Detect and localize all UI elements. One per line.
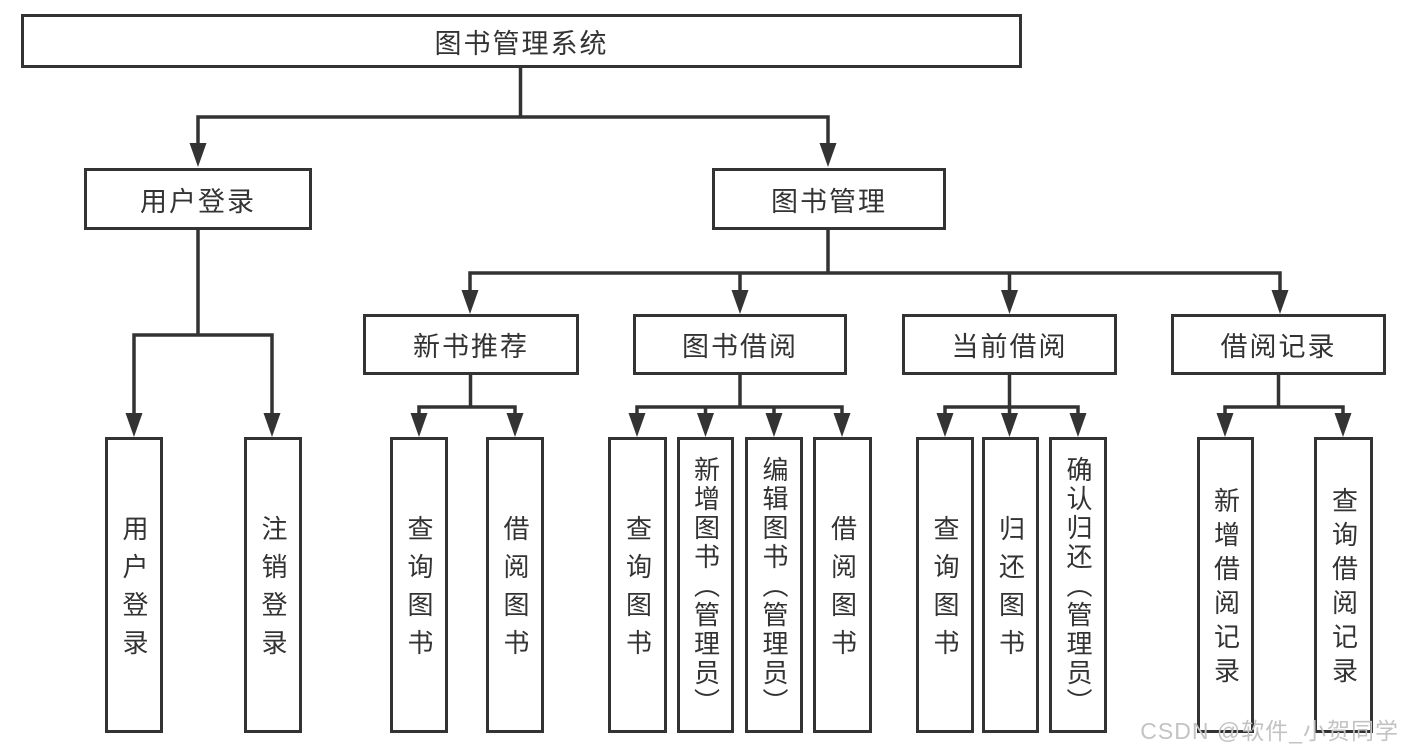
node-leaf-user-login: 用户登录 — [105, 437, 163, 733]
node-root-library-system: 图书管理系统 — [21, 14, 1022, 68]
node-label: 借阅图书 — [500, 515, 530, 667]
node-book-management: 图书管理 — [712, 168, 946, 230]
node-label: 用户登录 — [119, 515, 149, 667]
node-current-borrowing: 当前借阅 — [902, 314, 1117, 375]
node-leaf-query-books-recommend: 查询图书 — [390, 437, 448, 733]
node-label: 查询图书 — [404, 515, 434, 667]
node-label: 查询借阅记录 — [1328, 487, 1359, 691]
node-leaf-query-borrow-record: 查询借阅记录 — [1314, 437, 1373, 733]
node-label: 当前借阅 — [951, 332, 1068, 362]
node-leaf-query-books-borrowing: 查询图书 — [608, 437, 667, 733]
node-label: 归还图书 — [995, 515, 1026, 667]
node-label: 新书推荐 — [413, 332, 529, 362]
node-leaf-edit-books-admin: 编辑图书（管理员） — [745, 437, 803, 733]
node-leaf-confirm-return-admin: 确认归还（管理员） — [1049, 437, 1107, 733]
connector-strokes — [132, 68, 1345, 413]
node-label: 编辑图书（管理员） — [759, 456, 789, 717]
node-label: 图书借阅 — [682, 332, 798, 362]
node-label: 新增借阅记录 — [1210, 487, 1241, 691]
node-label: 图书管理 — [771, 186, 887, 217]
node-label: 确认归还（管理员） — [1063, 456, 1093, 717]
node-leaf-add-borrow-record: 新增借阅记录 — [1197, 437, 1254, 733]
node-leaf-borrow-books-borrowing: 借阅图书 — [813, 437, 872, 733]
node-leaf-borrow-books-recommend: 借阅图书 — [486, 437, 544, 733]
node-label: 用户登录 — [140, 186, 256, 217]
node-borrowing-records: 借阅记录 — [1171, 314, 1386, 375]
node-leaf-add-books-admin: 新增图书（管理员） — [677, 437, 734, 733]
node-label: 查询图书 — [930, 515, 960, 667]
node-new-book-recommend: 新书推荐 — [363, 314, 579, 375]
node-label: 借阅图书 — [827, 515, 858, 667]
node-label: 新增图书（管理员） — [690, 456, 721, 717]
node-leaf-query-books-current: 查询图书 — [916, 437, 974, 733]
node-leaf-return-books: 归还图书 — [982, 437, 1039, 733]
node-label: 借阅记录 — [1220, 332, 1337, 362]
csdn-watermark: CSDN @软件_小贺同学 — [1140, 718, 1399, 744]
node-label: 图书管理系统 — [434, 28, 609, 59]
arrowheads — [125, 143, 1352, 437]
node-label: 注销登录 — [258, 515, 288, 667]
node-user-login: 用户登录 — [84, 168, 312, 230]
node-label: 查询图书 — [622, 515, 653, 667]
node-book-borrowing: 图书借阅 — [633, 314, 847, 375]
node-leaf-logout: 注销登录 — [244, 437, 302, 733]
